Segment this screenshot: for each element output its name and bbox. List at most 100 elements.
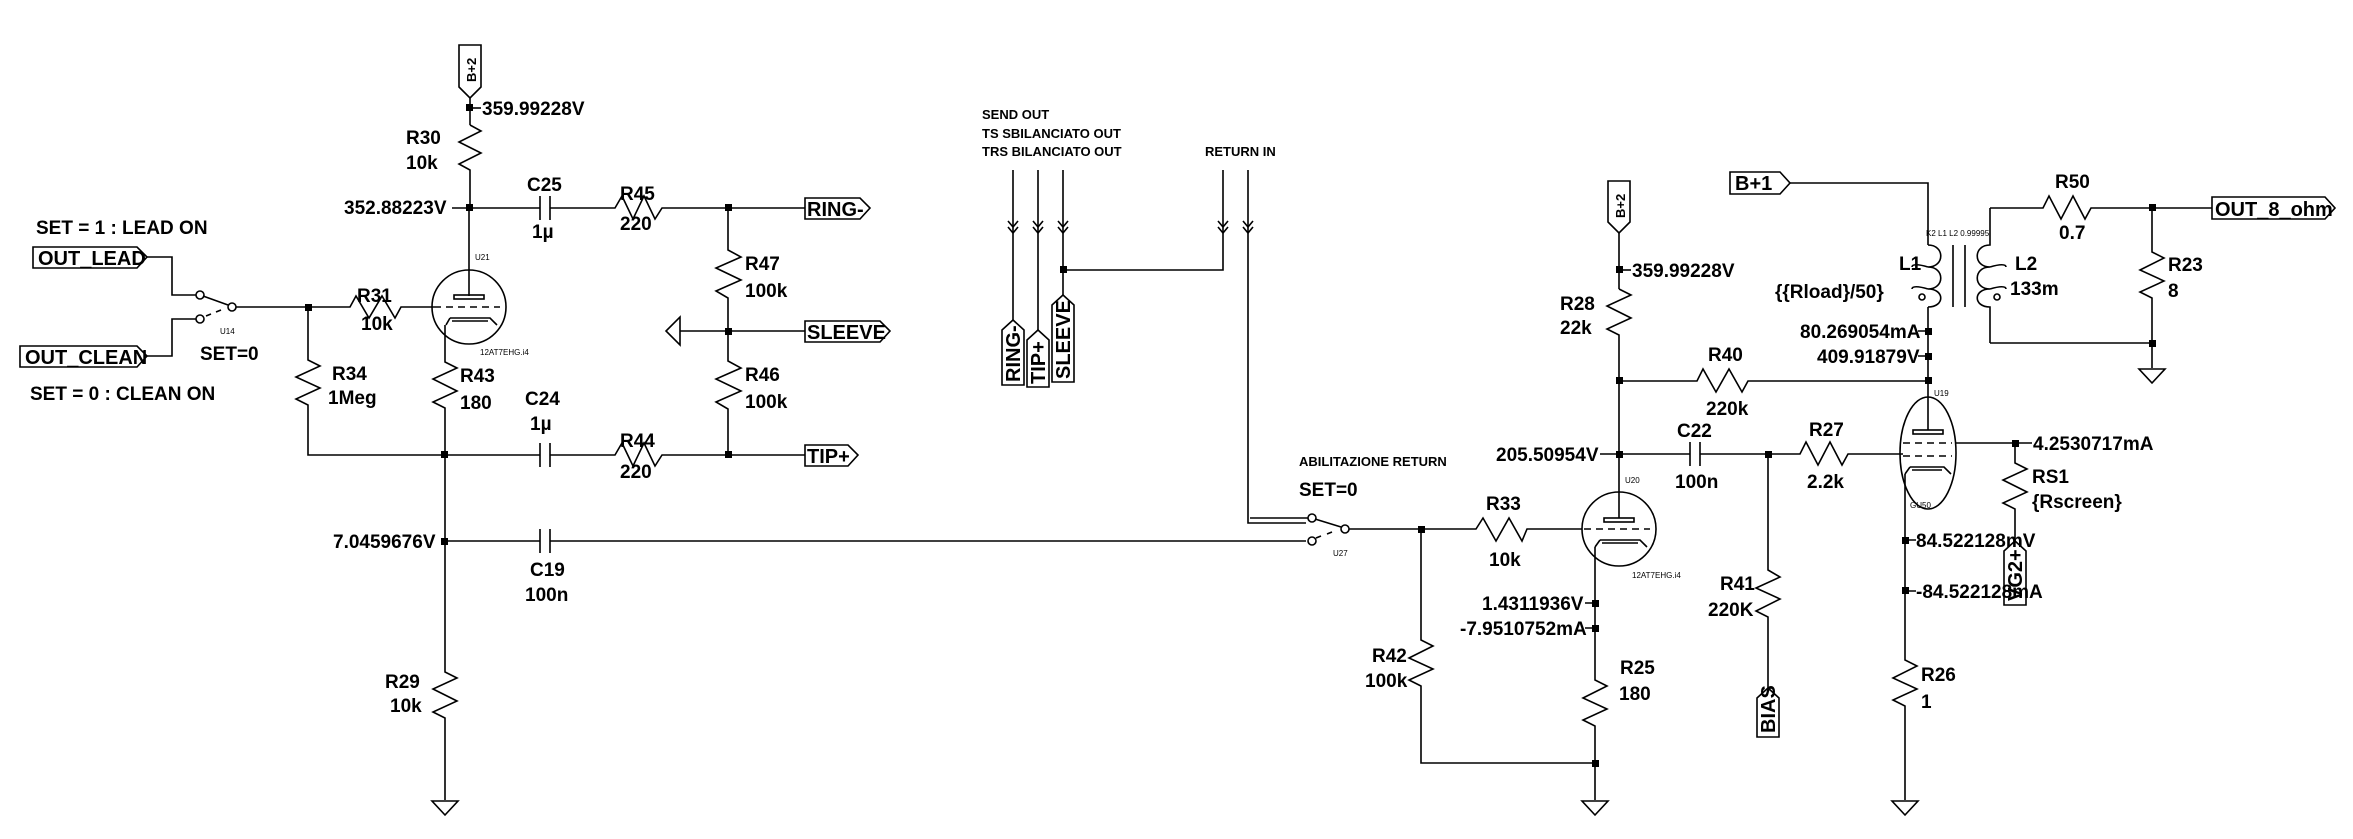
l1-value: {{Rload}/50} [1775,282,1884,303]
r43-value: 180 [460,393,492,414]
resistor-r47[interactable] [714,208,743,331]
r25-value: 180 [1619,684,1651,705]
jack-send-out[interactable] [1007,170,1069,330]
capacitor-c25[interactable] [539,196,551,220]
bplus2-left-flag[interactable]: B+2 [458,44,482,100]
r42-value: 100k [1365,671,1408,692]
bias-flag[interactable]: BIAS [1756,685,1780,738]
tip-plus-vertical-flag[interactable]: TIP+ [1026,328,1050,388]
l2-label: L2 [2015,254,2037,275]
r34-label: R34 [332,364,367,385]
svg-text:OUT_CLEAN: OUT_CLEAN [25,347,147,369]
r28-value: 22k [1560,318,1592,339]
svg-text:VG2+: VG2+ [2005,549,2027,601]
svg-text:RING-: RING- [807,199,864,221]
out-8-ohm-flag[interactable]: OUT_8_ohm [2211,196,2337,221]
c25-label: C25 [527,175,562,196]
r40-value: 220k [1706,399,1749,420]
readout-u20-cathode-v: 1.4311936V [1482,594,1584,615]
resistor-r25[interactable] [1581,547,1609,800]
switch-u14[interactable] [147,256,308,357]
resistor-r26[interactable] [1891,474,1919,800]
svg-text:SLEEVE: SLEEVE [1053,300,1075,379]
readout-u21-cathode: 7.0459676V [333,532,436,553]
resistor-r45[interactable] [610,194,728,221]
tip-plus-flag[interactable]: TIP+ [804,444,860,468]
capacitor-c22[interactable] [1689,442,1701,466]
resistor-r46[interactable] [714,331,743,455]
resistor-r41[interactable] [1754,454,1782,688]
resistor-r23[interactable] [1990,208,2166,344]
resistor-r34[interactable] [294,307,445,456]
resistor-r31[interactable] [308,294,434,320]
ground-symbol [431,800,459,816]
jack-return-in[interactable] [1217,170,1306,524]
capacitor-c19[interactable] [539,529,551,553]
out-clean-flag[interactable]: OUT_CLEAN [19,345,149,369]
c22-value: 100n [1675,472,1718,493]
readout-screen-current: 4.2530717mA [2033,434,2154,455]
sleeve-flag[interactable]: SLEEVE [804,320,892,344]
ring-minus-vertical-flag[interactable]: RING- [1001,318,1025,386]
r30-value: 10k [406,153,438,174]
tube-u19[interactable] [1899,381,1957,510]
out-lead-flag[interactable]: OUT_LEAD [32,246,149,270]
resistor-rs1[interactable] [2001,443,2029,541]
u27-set-note: SET=0 [1299,480,1358,501]
r28-label: R28 [1560,294,1595,315]
svg-text:SLEEVE: SLEEVE [807,322,886,344]
svg-text:TIP+: TIP+ [1028,341,1050,384]
bplus2-right-flag[interactable]: B+2 [1607,180,1631,235]
coupling-note: K2 L1 L2 0.99995 [1926,229,1990,238]
resistor-r43[interactable] [431,325,459,455]
c22-label: C22 [1677,421,1712,442]
switch-u27[interactable] [1250,513,1421,546]
return-in-note: RETURN IN [1205,144,1276,159]
sleeve-vertical-flag[interactable]: SLEEVE [1051,293,1075,383]
tube-u21[interactable] [431,208,507,345]
resistor-r27[interactable] [1768,440,1903,467]
readout-u21-plate: 352.88223V [344,198,447,219]
inductor-l1[interactable] [1911,244,1942,308]
c24-label: C24 [525,389,560,410]
svg-text:B+2: B+2 [464,58,479,82]
readout-u19-cathode-v: 84.522128mV [1916,531,2036,552]
inductor-l2[interactable] [1976,208,2007,343]
r33-label: R33 [1486,494,1521,515]
r23-value: 8 [2168,281,2179,302]
tube-u20[interactable] [1581,454,1657,567]
rs1-value: {Rscreen} [2032,492,2122,513]
resistor-r28[interactable] [1605,288,1633,454]
trs-out-note: TRS BILANCIATO OUT [982,144,1122,159]
r45-value: 220 [620,214,652,235]
ground-symbol [1891,800,1919,816]
resistor-r50[interactable] [1990,194,2152,221]
r42-label: R42 [1372,646,1407,667]
resistor-r29[interactable] [431,455,459,800]
r44-value: 220 [620,462,652,483]
r43-label: R43 [460,366,495,387]
vg2-plus-flag[interactable]: VG2+ [2003,539,2027,606]
resistor-r44[interactable] [610,441,728,468]
readout-l1-current: 80.269054mA [1800,322,1921,343]
r29-value: 10k [390,696,422,717]
resistor-r40[interactable] [1619,367,1928,394]
r23-label: R23 [2168,255,2203,276]
svg-text:OUT_8_ohm: OUT_8_ohm [2215,199,2333,221]
capacitor-c24[interactable] [539,443,551,467]
r29-label: R29 [385,672,420,693]
u21-model: 12AT7EHG.i4 [480,348,529,357]
resistor-r33[interactable] [1421,516,1582,543]
clean-on-note: SET = 0 : CLEAN ON [30,384,215,405]
ring-minus-flag[interactable]: RING- [804,197,872,221]
c24-value: 1µ [530,414,552,435]
r50-label: R50 [2055,172,2090,193]
u27-label: U27 [1333,549,1348,558]
ts-out-note: TS SBILANCIATO OUT [982,126,1121,141]
l2-value: 133m [2010,279,2059,300]
resistor-r42[interactable] [1407,529,1595,764]
readout-u20-plate: 205.50954V [1496,445,1599,466]
resistor-r30[interactable] [457,124,483,208]
bplus1-flag[interactable]: B+1 [1729,171,1792,195]
